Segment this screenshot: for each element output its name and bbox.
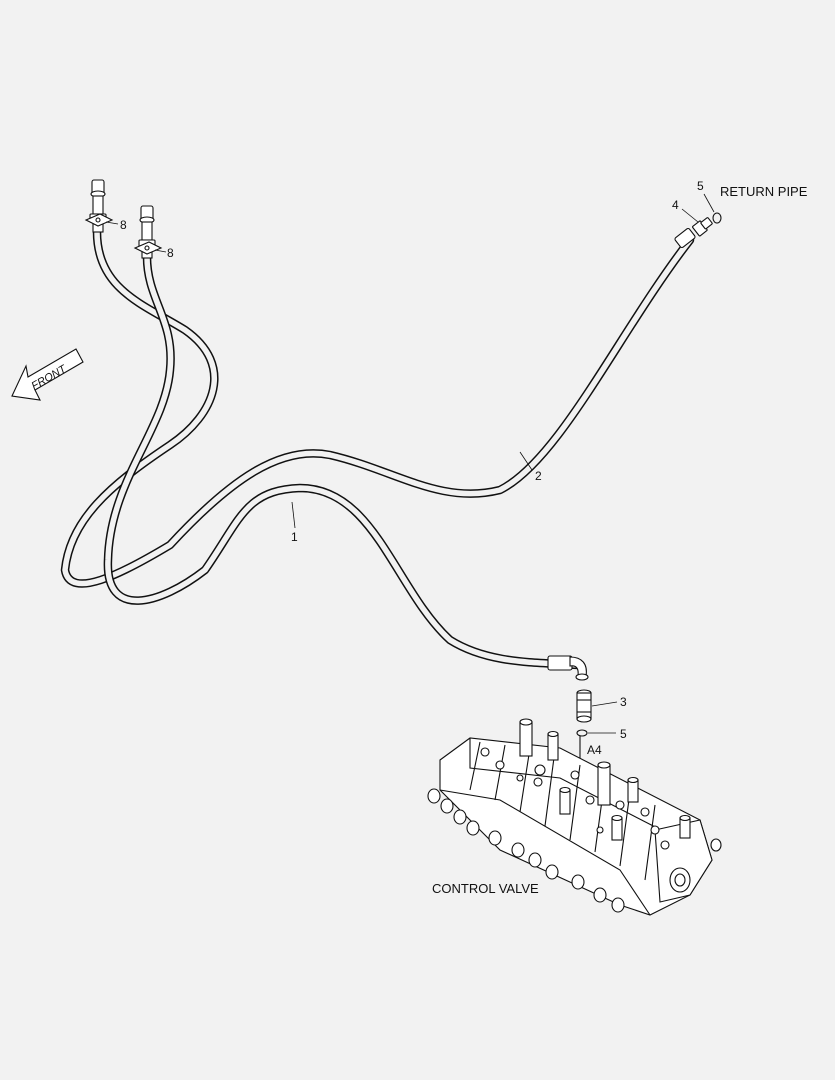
callout-3: 3 xyxy=(620,695,627,709)
control-valve xyxy=(427,718,722,916)
adapter-4 xyxy=(692,217,713,237)
callout-5-bottom: 5 xyxy=(620,727,627,741)
clamp-right xyxy=(133,241,163,255)
hose-2 xyxy=(60,227,695,588)
control-valve-label: CONTROL VALVE xyxy=(432,881,539,896)
callout-2: 2 xyxy=(535,469,542,483)
callout-4: 4 xyxy=(672,198,679,212)
clamp-left xyxy=(84,213,114,227)
front-arrow: FRONT xyxy=(11,348,84,401)
callout-5-top: 5 xyxy=(697,179,704,193)
leader-lines xyxy=(105,193,715,734)
hose-1 xyxy=(103,252,583,670)
callout-1: 1 xyxy=(291,530,298,544)
callout-8-left: 8 xyxy=(120,218,127,232)
oring-5-bottom xyxy=(576,729,588,737)
port-a4-label: A4 xyxy=(587,743,602,757)
return-pipe-label: RETURN PIPE xyxy=(720,184,808,199)
oring-5-top xyxy=(712,212,722,224)
callout-8-right: 8 xyxy=(167,246,174,260)
hose-1-end-fitting xyxy=(547,655,589,681)
adapter-3 xyxy=(576,689,592,723)
hose-2-end-fitting xyxy=(674,227,696,249)
